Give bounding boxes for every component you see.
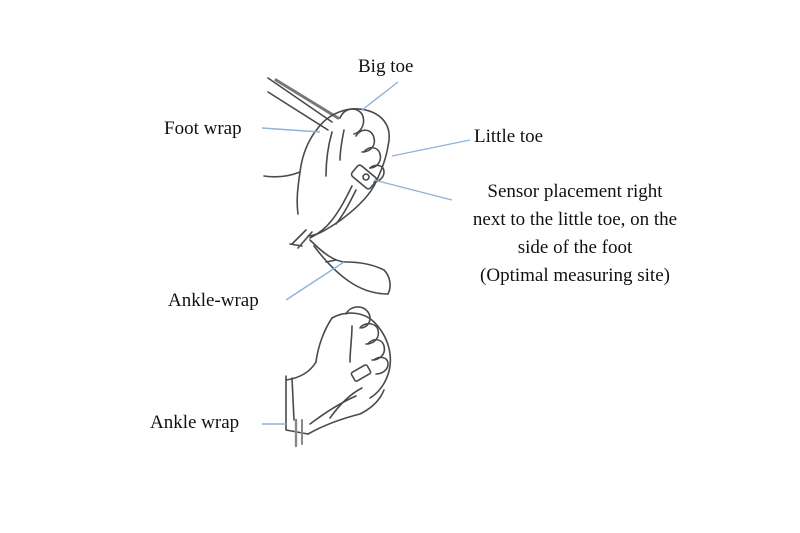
sensor-note-line-4: (Optimal measuring site)	[480, 265, 670, 286]
label-ankle-wrap-hyphen: Ankle-wrap	[168, 290, 259, 311]
sensor-note-line-2: next to the little toe, on the	[472, 209, 678, 230]
leader-little-toe	[391, 139, 471, 157]
lower-foot-illustration	[285, 306, 392, 448]
label-foot-wrap: Foot wrap	[164, 118, 242, 139]
label-sensor-placement: Sensor placement right next to the littl…	[425, 178, 725, 290]
label-ankle-wrap: Ankle wrap	[150, 412, 240, 433]
leader-sensor	[373, 179, 453, 201]
leader-ankle-wrap-hyphen	[285, 261, 345, 301]
label-little-toe: Little toe	[474, 126, 544, 147]
leader-lines	[261, 81, 471, 425]
sensor-note-line-1: Sensor placement right	[487, 181, 663, 202]
leader-big-toe	[361, 81, 399, 111]
upper-foot-illustration	[263, 77, 391, 295]
leader-foot-wrap	[261, 127, 321, 133]
sensor-note-line-3: side of the foot	[517, 237, 633, 258]
label-big-toe: Big toe	[358, 56, 414, 77]
